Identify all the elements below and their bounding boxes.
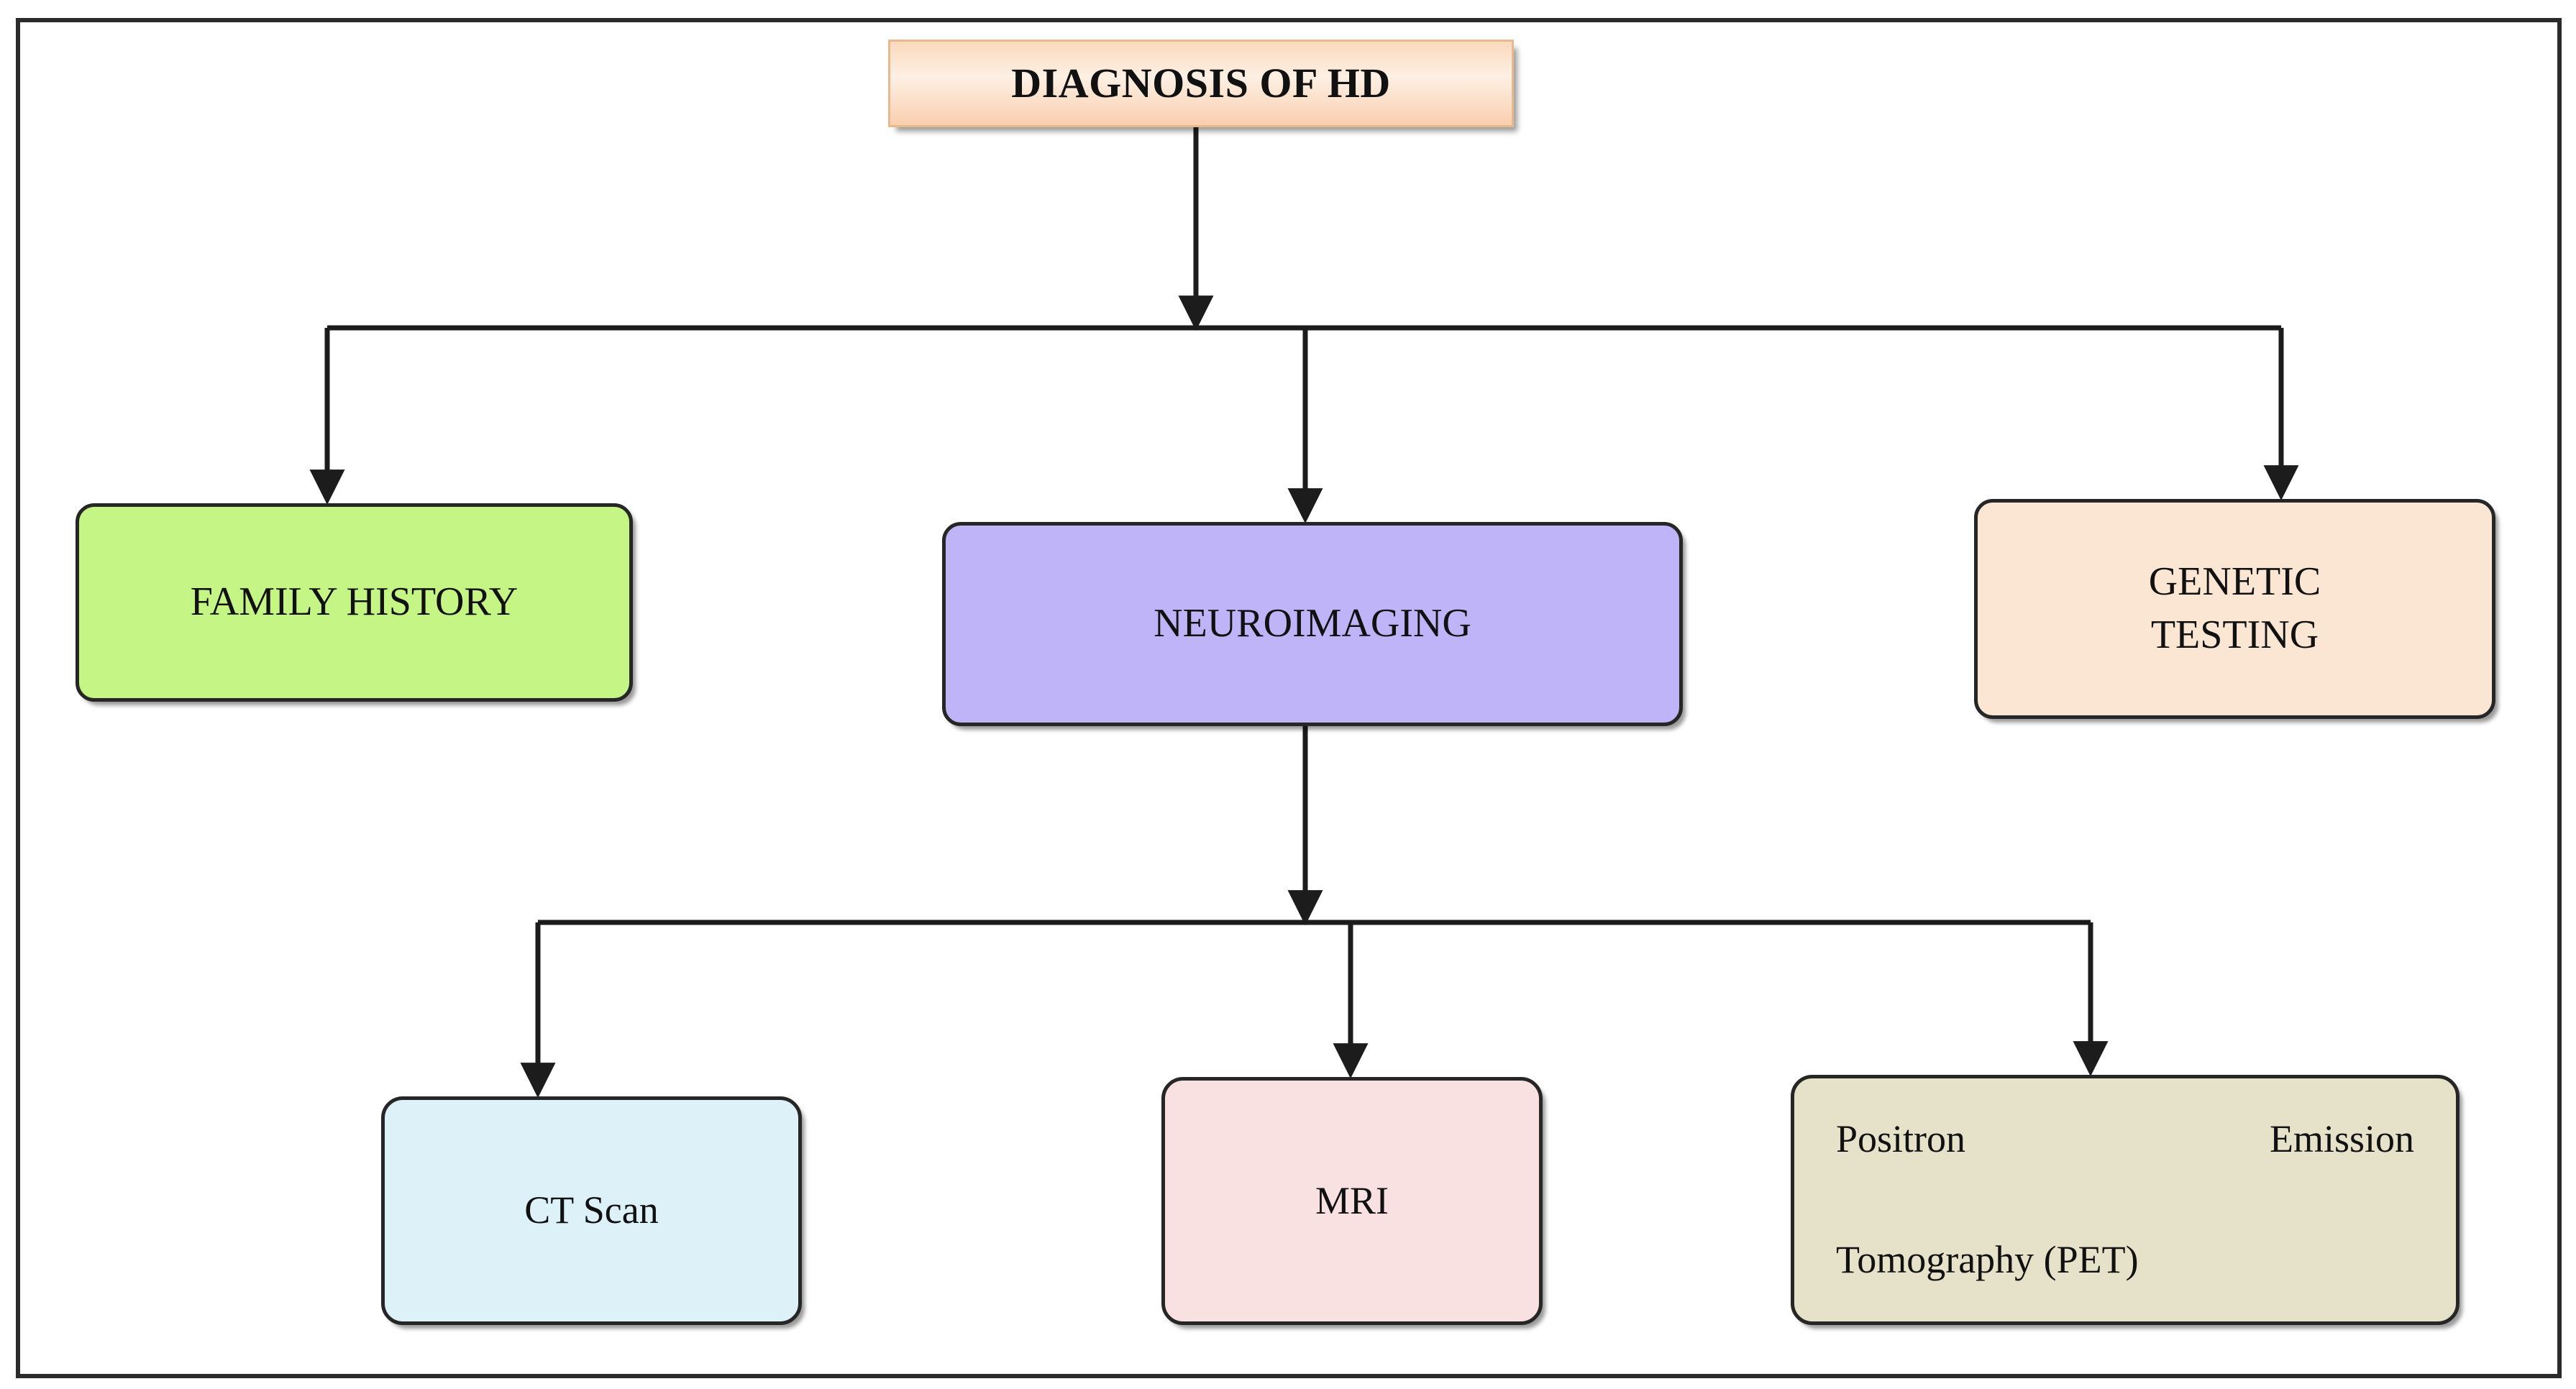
node-ct-scan[interactable]: CT Scan [381, 1096, 802, 1325]
node-mri[interactable]: MRI [1161, 1077, 1543, 1325]
node-label-pet-line2: Tomography (PET) [1836, 1237, 2139, 1281]
node-neuroimaging[interactable]: NEUROIMAGING [942, 522, 1683, 726]
node-label-neuroimaging: NEUROIMAGING [1154, 601, 1471, 646]
node-label-pet: Positron Emission Tomography (PET) [1836, 1050, 2414, 1350]
node-label-ct-scan: CT Scan [524, 1188, 659, 1232]
node-label-family-history: FAMILY HISTORY [190, 579, 519, 625]
node-label-pet-line1: Positron Emission [1836, 1117, 2414, 1161]
node-diagnosis-of-hd[interactable]: DIAGNOSIS OF HD [888, 40, 1514, 127]
node-pet[interactable]: Positron Emission Tomography (PET) [1791, 1075, 2459, 1325]
node-family-history[interactable]: FAMILY HISTORY [76, 503, 633, 702]
node-label-diagnosis-of-hd: DIAGNOSIS OF HD [1011, 59, 1391, 106]
node-label-mri: MRI [1315, 1178, 1389, 1222]
node-genetic-testing[interactable]: GENETIC TESTING [1974, 499, 2495, 719]
node-label-genetic-testing: GENETIC TESTING [2148, 559, 2321, 657]
